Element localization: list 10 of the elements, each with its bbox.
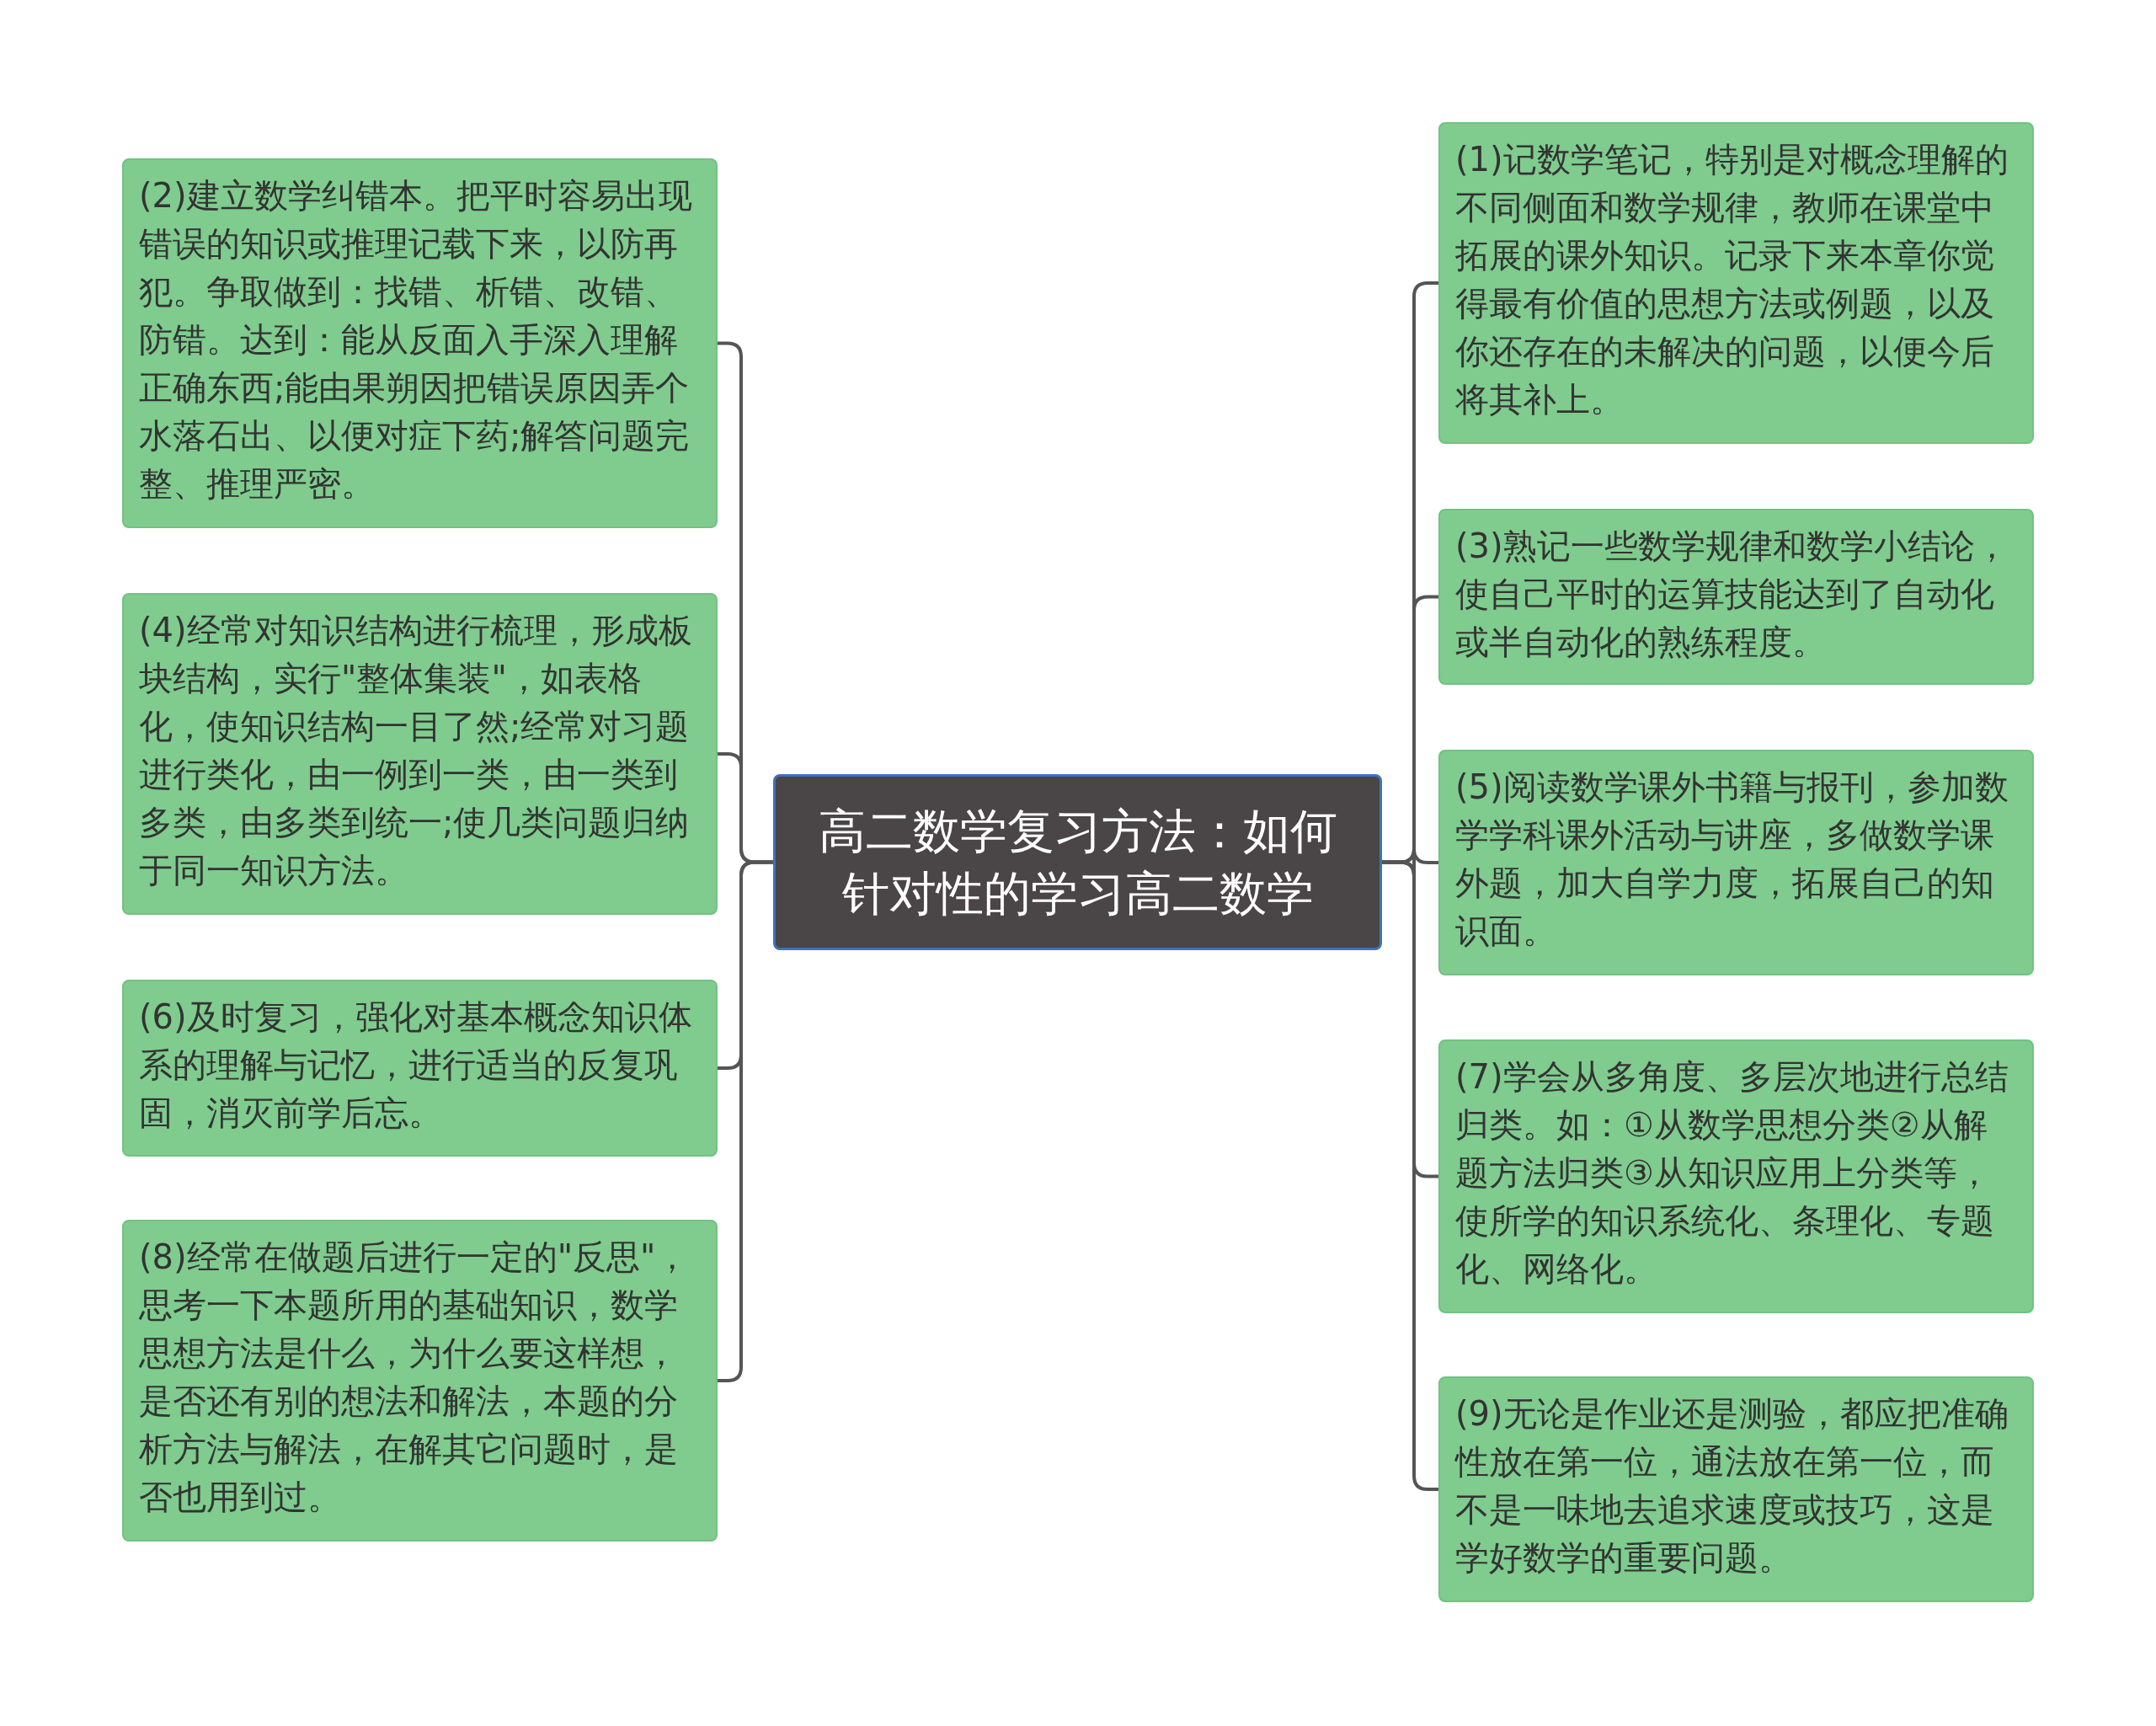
text-box: (1)记数学笔记，特别是对概念理解的不同侧面和数学规律，教师在课堂中拓展的课外知识。记录下来本章你觉得最有价值的思想方法或例题，以及你还存在的未解决的问题，以便今后将其补上。 xyxy=(1438,122,2034,444)
text-box: (2)建立数学纠错本。把平时容易出现错误的知识或推理记载下来，以防再犯。争取做到：找错、析错、改错、防错。达到：能从反面入手深入理解正确东西;能由果朔因把错误原因弄个水落石出、以便对症下药;解答问题完整、推理严密。 xyxy=(122,158,718,528)
topic-box: 高二数学复习方法：如何针对性的学习高二数学 xyxy=(773,774,1382,950)
text-box: (7)学会从多角度、多层次地进行总结归类。如：①从数学思想分类②从解题方法归类③从知识应用上分类等，使所学的知识系统化、条理化、专题化、网络化。 xyxy=(1438,1039,2034,1313)
text-box: (8)经常在做题后进行一定的"反思"，思考一下本题所用的基础知识，数学思想方法是什么，为什么要这样想，是否还有别的想法和解法，本题的分析方法与解法，在解其它问题时，是否也用到过。 xyxy=(122,1220,718,1542)
text-box: (6)及时复习，强化对基本概念知识体系的理解与记忆，进行适当的反复巩固，消灭前学后忘。 xyxy=(122,980,718,1157)
text-box: (9)无论是作业还是测验，都应把准确性放在第一位，通法放在第一位，而不是一味地去追求速度或技巧，这是学好数学的重要问题。 xyxy=(1438,1376,2034,1602)
text-box: (3)熟记一些数学规律和数学小结论，使自己平时的运算技能达到了自动化或半自动化的熟练程度。 xyxy=(1438,509,2034,685)
text-box: (4)经常对知识结构进行梳理，形成板块结构，实行"整体集装"，如表格化，使知识结构一目了然;经常对习题进行类化，由一例到一类，由一类到多类，由多类到统一;使几类问题归纳于同一知识方法。 xyxy=(122,593,718,915)
text-box: (5)阅读数学课外书籍与报刊，参加数学学科课外活动与讲座，多做数学课外题，加大自学力度，拓展自己的知识面。 xyxy=(1438,750,2034,975)
